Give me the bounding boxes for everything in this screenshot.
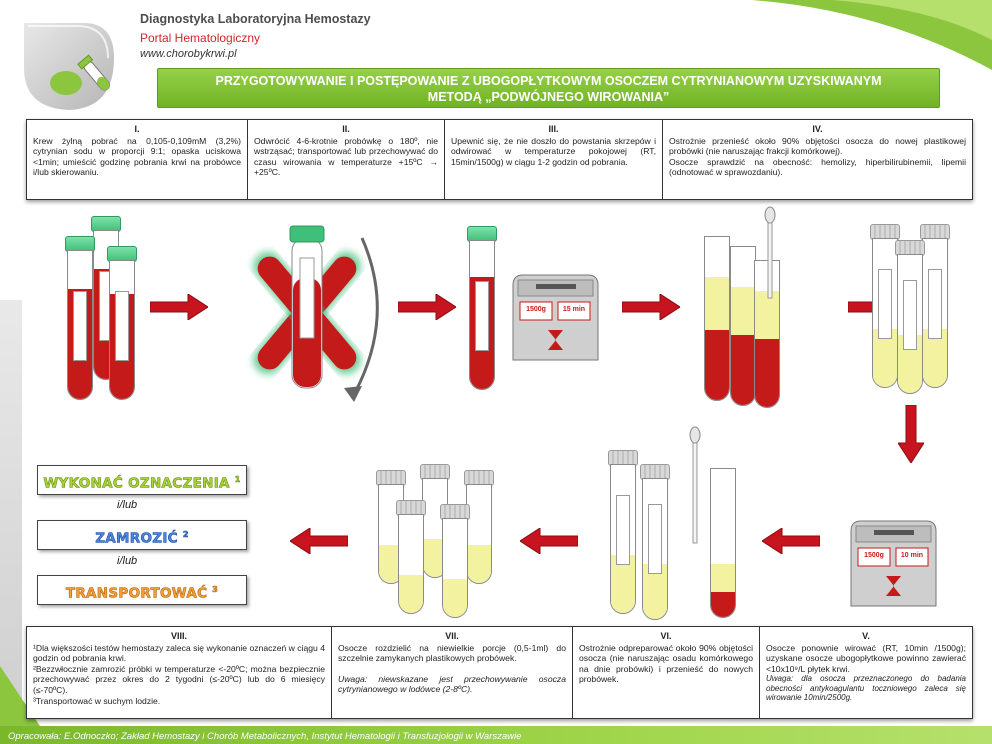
red-arrow-left-icon (762, 528, 820, 554)
blood-tube-icon (109, 260, 135, 400)
header-portal-name: Portal Hematologiczny (140, 31, 261, 45)
and-or-label: i/lub (117, 499, 138, 511)
red-arrow-left-icon (290, 528, 348, 554)
pipette-icon (689, 426, 701, 544)
step-number: II. (342, 124, 350, 134)
step-I: I. Krew żylną pobrać na 0,105-0,109mM (3… (27, 120, 248, 199)
step-III: III. Upewnić się, że nie doszło do powst… (445, 120, 663, 199)
step-V: V. Osocze ponownie wirować (RT, 10min /1… (760, 627, 972, 718)
tube-inversion-icon (253, 225, 379, 402)
plasma-tube-icon (922, 238, 948, 388)
step-note: Uwaga: dla osocza przeznaczonego do bada… (766, 674, 966, 703)
footer-bar (0, 726, 992, 744)
drop-logo-icon (24, 23, 114, 110)
step-number: I. (134, 124, 140, 134)
red-arrow-right-icon (622, 294, 680, 320)
separated-tube-icon (754, 260, 780, 408)
centrifuge-time: 15 min (562, 306, 586, 313)
footnote-marker: 1 (234, 475, 241, 485)
step-VIII: VIII. ¹Dla większości testów hemostazy z… (27, 627, 332, 718)
step-text-2: Osocze sprawdzić na obecność: hemolizy, … (669, 156, 966, 178)
header-url[interactable]: www.chorobykrwi.pl (140, 48, 237, 60)
centrifuge-time: 10 min (900, 552, 924, 559)
left-decor-bar (0, 300, 22, 720)
step-IV: IV. Ostrożnie przenieść około 90% objęto… (663, 120, 972, 199)
plasma-tube-icon (872, 238, 898, 388)
step-text: Osocze ponownie wirować (RT, 10min /1500… (766, 642, 966, 674)
footer-credits: Opracowała: E.Odnoczko; Zakład Hemostazy… (8, 731, 522, 742)
pipette-icon (764, 206, 776, 299)
action-freeze: ZAMROZIĆ 2 (37, 520, 247, 550)
separated-tube-icon (704, 236, 730, 401)
action-label: ZAMROZIĆ (95, 530, 178, 547)
centrifuge-speed: 1500g (864, 552, 884, 559)
step-text: Ostrożnie odpreparować około 90% objętoś… (579, 642, 753, 685)
step-VI: VI. Ostrożnie odpreparować około 90% obj… (573, 627, 760, 718)
step-note: Uwaga: niewskazane jest przechowywanie o… (338, 673, 566, 695)
top-swoosh-decor (752, 0, 992, 70)
aliquot-tube-icon (466, 484, 492, 584)
step-number: V. (862, 631, 870, 641)
red-arrow-right-icon (150, 294, 208, 320)
blood-tube-icon (469, 240, 495, 390)
step-text: Odwrócić 4-6-krotnie probówkę o 180º, ni… (254, 135, 438, 178)
centrifuge-1: 1500g 15 min (508, 270, 603, 365)
plasma-tube-icon (610, 464, 636, 614)
page-title-banner: PRZYGOTOWYWANIE I POSTĘPOWANIE Z UBOGOPŁ… (157, 68, 940, 108)
step-II: II. Odwrócić 4-6-krotnie probówkę o 180º… (248, 120, 445, 199)
red-arrow-right-icon (398, 294, 456, 320)
footnote-marker: 2 (182, 530, 189, 540)
separated-tube-icon (730, 246, 756, 406)
separated-tube-icon (710, 468, 736, 618)
action-transport: TRANSPORTOWAĆ 3 (37, 575, 247, 605)
and-or-label: i/lub (117, 555, 138, 567)
step-text: Ostrożnie przenieść około 90% objętości … (669, 135, 966, 157)
step-text: Osocze rozdzielić na niewielkie porcje (… (338, 642, 566, 664)
step-number: III. (548, 124, 559, 134)
header-title: Diagnostyka Laboratoryjna Hemostazy (140, 12, 371, 26)
plasma-tube-icon (642, 478, 668, 620)
steps-top-panel: I. Krew żylną pobrać na 0,105-0,109mM (3… (26, 119, 973, 200)
red-arrow-down-icon (898, 405, 924, 463)
action-label: TRANSPORTOWAĆ (65, 585, 208, 602)
centrifuge-icon (512, 274, 599, 361)
step-text: Krew żylną pobrać na 0,105-0,109mM (3,2%… (33, 135, 241, 178)
step-number: VII. (445, 631, 459, 641)
action-perform-tests: WYKONAĆ OZNACZENIA 1 (37, 465, 247, 495)
step-number: VI. (660, 631, 672, 641)
blood-tube-icon (67, 250, 93, 400)
step-text: ¹Dla większości testów hemostazy zaleca … (33, 642, 325, 664)
centrifuge-speed: 1500g (526, 306, 546, 313)
aliquot-tube-icon (442, 518, 468, 618)
aliquot-tube-icon (398, 514, 424, 614)
banner-line-1: PRZYGOTOWYWANIE I POSTĘPOWANIE Z UBOGOPŁ… (215, 74, 882, 88)
steps-bottom-panel: VIII. ¹Dla większości testów hemostazy z… (26, 626, 973, 719)
centrifuge-2: 1500g 10 min (846, 516, 941, 611)
step-VII: VII. Osocze rozdzielić na niewielkie por… (332, 627, 573, 718)
step-text-3: ³Transportować w suchym lodzie. (33, 695, 161, 706)
banner-line-2: METODĄ „PODWÓJNEGO WIROWANIA” (427, 90, 670, 104)
footnote-marker: 3 (212, 585, 219, 595)
step-text: Upewnić się, że nie doszło do powstania … (451, 135, 656, 167)
action-label: WYKONAĆ OZNACZENIA (43, 475, 230, 492)
step-text-2: ²Bezzwłocznie zamrozić próbki w temperat… (33, 663, 325, 695)
step-number: IV. (812, 124, 823, 134)
plasma-tube-icon (897, 254, 923, 394)
centrifuge-icon (850, 520, 937, 607)
red-arrow-left-icon (520, 528, 578, 554)
step-number: VIII. (170, 631, 187, 641)
